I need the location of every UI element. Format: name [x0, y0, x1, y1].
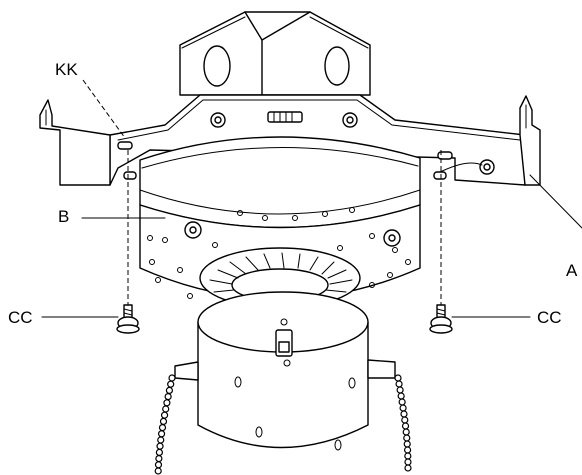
chain-bead: [404, 458, 412, 466]
label-cc-right: CC: [537, 308, 562, 327]
chain-bead: [400, 410, 408, 418]
pull-chain-right: [394, 374, 412, 472]
chain-bead: [156, 442, 164, 450]
chain-bead: [394, 374, 402, 382]
chain-bead: [165, 386, 174, 394]
screw-right: [429, 150, 453, 334]
chain-bead: [401, 416, 409, 424]
chain-bead: [157, 436, 165, 444]
chain-bead: [397, 392, 405, 400]
motor-housing: [139, 136, 421, 309]
chain-bead: [399, 404, 407, 412]
leader-kk: [82, 79, 126, 139]
label-cc-left: CC: [8, 308, 33, 327]
outlet-box: [179, 11, 371, 96]
label-b: B: [58, 207, 69, 226]
screw-left: [116, 150, 140, 334]
chain-bead: [160, 411, 169, 419]
chain-bead: [168, 374, 176, 382]
chain-bead: [154, 461, 163, 469]
chain-bead: [167, 380, 175, 388]
chain-bead: [403, 446, 412, 454]
chain-bead: [162, 405, 170, 413]
chain-bead: [404, 452, 412, 460]
switch-housing: [174, 291, 396, 451]
chain-bead: [395, 380, 403, 388]
pull-chain-left: [154, 374, 176, 475]
label-kk: KK: [55, 60, 78, 79]
chain-bead: [155, 448, 163, 456]
chain-bead: [404, 464, 412, 472]
chain-bead: [159, 417, 168, 425]
leader-a: [529, 174, 582, 229]
chain-bead: [163, 399, 171, 407]
chain-bead: [403, 440, 411, 448]
chain-bead: [157, 430, 166, 438]
chain-bead: [164, 393, 172, 401]
chain-bead: [154, 467, 162, 475]
chain-bead: [401, 422, 410, 430]
chain-bead: [403, 434, 411, 442]
chain-bead: [398, 398, 406, 406]
chain-bead: [158, 424, 167, 432]
chain-bead: [402, 428, 410, 436]
chain-bead: [155, 455, 163, 463]
label-a: A: [566, 261, 578, 280]
chain-bead: [396, 386, 404, 394]
